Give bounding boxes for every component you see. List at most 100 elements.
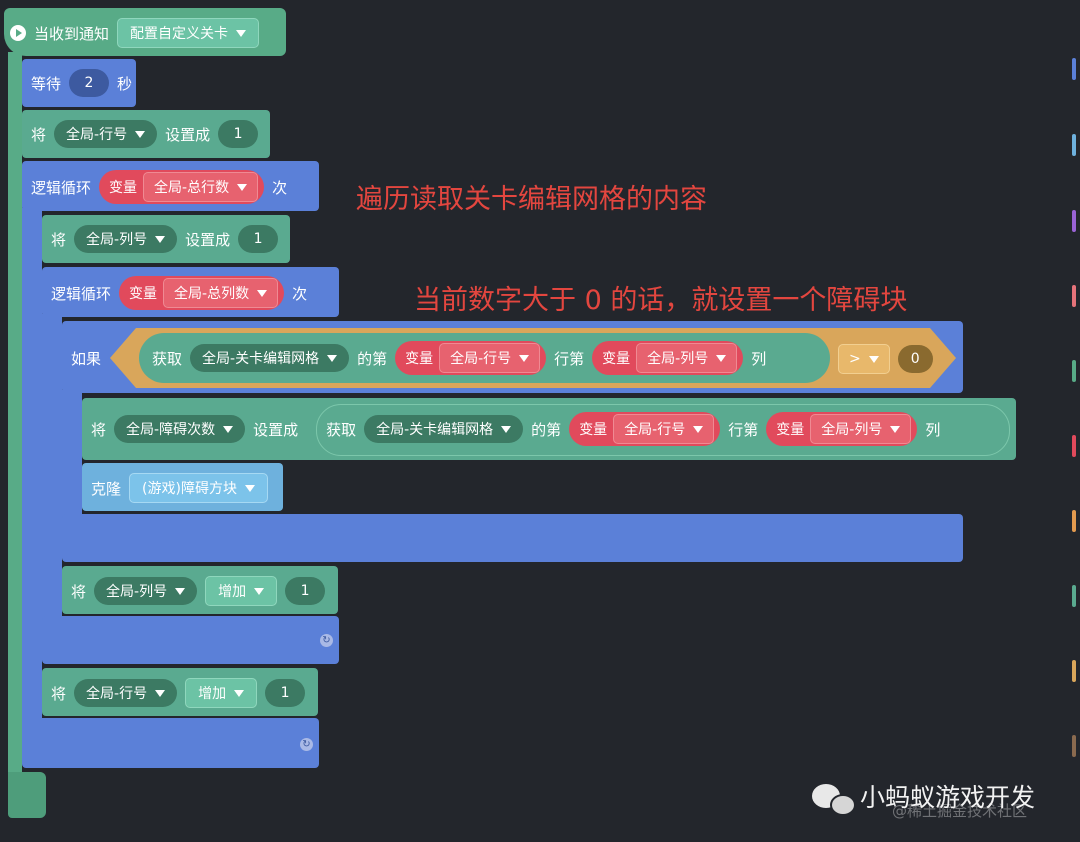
of-label: 的第	[531, 420, 562, 439]
set-obs-action: 设置成	[253, 420, 299, 439]
chevron-down-icon	[519, 354, 530, 362]
chevron-down-icon	[327, 354, 338, 362]
category-marker	[1072, 360, 1076, 382]
inc-row-prefix: 将	[51, 684, 67, 703]
set-row-row: 将 全局-行号 设置成 1	[31, 120, 259, 148]
set-row-prefix: 将	[31, 125, 47, 144]
set-col-action: 设置成	[185, 230, 231, 249]
inc-col-row: 将 全局-列号 增加 1	[71, 576, 326, 606]
row-var-dropdown[interactable]: 全局-行号	[74, 679, 178, 707]
chevron-down-icon	[890, 425, 901, 433]
clone-label: 克隆	[91, 479, 122, 498]
loop-rows-foot	[22, 718, 319, 768]
chevron-down-icon	[501, 425, 512, 433]
chevron-down-icon	[237, 183, 248, 191]
category-marker	[1072, 510, 1076, 532]
script-end-cap	[8, 772, 46, 818]
loop-rows-row: 逻辑循环 变量全局-总行数 次	[31, 170, 287, 204]
hat-label: 当收到通知	[34, 24, 110, 43]
wait-row: 等待 2 秒	[31, 69, 132, 97]
if-body	[62, 390, 82, 520]
watermark-site: @稀土掘金技术社区	[892, 802, 1028, 820]
chevron-down-icon	[716, 354, 727, 362]
set-row-action: 设置成	[165, 125, 211, 144]
chevron-down-icon	[254, 587, 265, 595]
loop-cols-row: 逻辑循环 变量全局-总列数 次	[51, 276, 307, 310]
chevron-down-icon	[234, 689, 245, 697]
row-index-variable[interactable]: 变量全局-行号	[569, 412, 721, 446]
loop-rows-suffix: 次	[272, 178, 288, 197]
grid-list-dropdown[interactable]: 全局-关卡编辑网格	[190, 344, 350, 372]
set-col-row: 将 全局-列号 设置成 1	[51, 225, 279, 253]
inc-col-action-dropdown[interactable]: 增加	[205, 576, 278, 606]
annotation-note-1: 遍历读取关卡编辑网格的内容	[356, 184, 707, 215]
loop-cols-suffix: 次	[292, 284, 308, 303]
if-label-row: 如果	[71, 348, 101, 369]
clone-target-dropdown[interactable]: (游戏)障碍方块	[129, 473, 268, 503]
obstacle-var-dropdown[interactable]: 全局-障碍次数	[114, 415, 246, 443]
chevron-down-icon	[175, 587, 186, 595]
chevron-down-icon	[236, 29, 247, 37]
watermark-brand: 小蚂蚁游戏开发	[860, 783, 1036, 812]
wechat-icon-small	[830, 794, 856, 816]
hat-row: 当收到通知 配置自定义关卡	[10, 18, 260, 48]
inc-row-row: 将 全局-行号 增加 1	[51, 678, 306, 708]
inc-row-value-input[interactable]: 1	[265, 679, 306, 707]
clone-row: 克隆 (游戏)障碍方块	[91, 473, 268, 503]
category-marker	[1072, 285, 1076, 307]
col-var-dropdown[interactable]: 全局-列号	[74, 225, 178, 253]
if-foot	[62, 514, 963, 562]
set-row-value-input[interactable]: 1	[218, 120, 259, 148]
inc-col-value-input[interactable]: 1	[285, 577, 326, 605]
operator-dropdown[interactable]: >	[838, 344, 890, 374]
loop-cols-body	[42, 314, 62, 624]
get-label: 获取	[152, 349, 183, 368]
total-cols-variable[interactable]: 变量全局-总列数	[119, 276, 285, 310]
category-marker	[1072, 660, 1076, 682]
row-var-dropdown[interactable]: 全局-行号	[54, 120, 158, 148]
chevron-down-icon	[223, 425, 234, 433]
inc-row-action-dropdown[interactable]: 增加	[185, 678, 258, 708]
if-condition-row: 获取 全局-关卡编辑网格 的第 变量全局-行号 行第 变量全局-列号 列	[152, 341, 766, 375]
category-marker	[1072, 134, 1076, 156]
compare-value-input[interactable]: 0	[897, 345, 933, 373]
loop-cols-foot	[42, 616, 339, 664]
annotation-note-2: 当前数字大于 0 的话，就设置一个障碍块	[414, 285, 908, 316]
col-kw-label: 列	[925, 420, 941, 439]
total-rows-variable[interactable]: 变量全局-总行数	[99, 170, 265, 204]
row-index-variable[interactable]: 变量全局-行号	[395, 341, 547, 375]
wait-seconds-input[interactable]: 2	[69, 69, 110, 97]
script-rail	[8, 52, 22, 774]
wait-label: 等待	[31, 74, 62, 93]
chevron-down-icon	[155, 235, 166, 243]
col-index-variable[interactable]: 变量全局-列号	[766, 412, 918, 446]
if-label: 如果	[71, 350, 102, 368]
play-icon	[10, 25, 26, 41]
chevron-down-icon	[868, 355, 879, 363]
loop-repeat-icon: ↻	[300, 738, 313, 751]
col-kw-label: 列	[751, 349, 767, 368]
set-col-value-input[interactable]: 1	[238, 225, 279, 253]
category-marker	[1072, 585, 1076, 607]
chevron-down-icon	[244, 484, 255, 492]
set-obstacle-row: 将 全局-障碍次数 设置成 获取 全局-关卡编辑网格 的第 变量全局-行号 行第…	[91, 412, 940, 446]
category-marker	[1072, 210, 1076, 232]
row-kw-label: 行第	[554, 349, 585, 368]
category-marker	[1072, 435, 1076, 457]
col-var-dropdown[interactable]: 全局-列号	[94, 577, 198, 605]
set-col-prefix: 将	[51, 230, 67, 249]
col-index-variable[interactable]: 变量全局-列号	[592, 341, 744, 375]
category-marker	[1072, 58, 1076, 80]
chevron-down-icon	[257, 289, 268, 297]
grid-list-dropdown[interactable]: 全局-关卡编辑网格	[364, 415, 524, 443]
get-label: 获取	[326, 420, 357, 439]
watermark: 小蚂蚁游戏开发 @稀土掘金技术社区	[812, 776, 1062, 826]
chevron-down-icon	[135, 130, 146, 138]
chevron-down-icon	[155, 689, 166, 697]
inc-col-prefix: 将	[71, 582, 87, 601]
of-label: 的第	[357, 349, 388, 368]
row-kw-label: 行第	[728, 420, 759, 439]
event-dropdown[interactable]: 配置自定义关卡	[117, 18, 260, 48]
set-obs-prefix: 将	[91, 420, 107, 439]
loop-repeat-icon: ↻	[320, 634, 333, 647]
